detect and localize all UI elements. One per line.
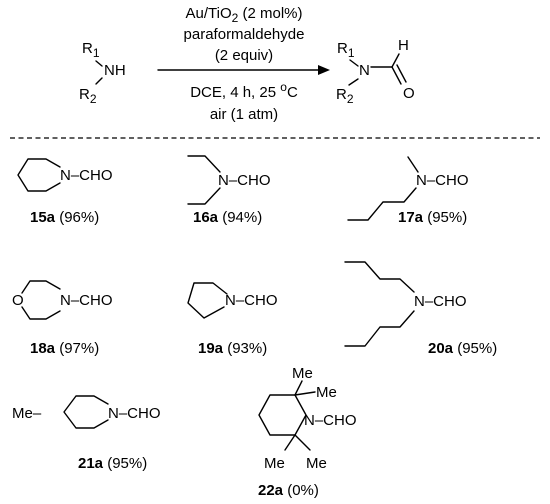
compound-label: 17a (95%) xyxy=(398,209,467,226)
reactant-r2: R2 xyxy=(79,86,97,106)
methyl-label-2: Me xyxy=(316,384,337,401)
morpholine-ring-upper xyxy=(21,280,61,294)
compound-label: 18a (97%) xyxy=(30,340,99,357)
ethyl-chain-top xyxy=(187,155,221,173)
product-bond-c-o-2 xyxy=(396,64,407,83)
compound-label: 22a (0%) xyxy=(258,482,319,499)
compound-20a: N–CHO 20a (95%) xyxy=(344,261,497,357)
butyl-chain-top xyxy=(344,261,415,293)
pyrrolidine-ring xyxy=(187,282,228,319)
reactant-bond-r1 xyxy=(95,60,103,67)
formamide-group: N–CHO xyxy=(414,293,467,310)
methyl-bond-2 xyxy=(294,391,316,396)
methyl-bond-4 xyxy=(294,434,311,451)
methyl-label-1: Me xyxy=(292,365,313,382)
methyl-bond xyxy=(407,156,419,173)
reaction-arrow xyxy=(157,65,330,75)
condition-solvent-time-temp: DCE, 4 h, 25 oC xyxy=(190,80,298,101)
condition-atmosphere: air (1 atm) xyxy=(210,106,278,123)
methyl-substituent: Me– xyxy=(12,405,42,422)
formamide-group: N–CHO xyxy=(304,412,357,429)
formamide-group: N–CHO xyxy=(416,172,469,189)
tetramethylpiperidine-ring xyxy=(258,394,307,436)
piperidine-ring xyxy=(63,395,109,429)
product-r1: R1 xyxy=(337,40,355,60)
product-bond-c-o-1 xyxy=(391,66,402,85)
compound-18a: O N–CHO 18a (97%) xyxy=(12,280,113,357)
compound-19a: N–CHO 19a (93%) xyxy=(187,282,278,357)
compound-22a: Me Me Me Me N–CHO 22a (0%) xyxy=(258,365,357,499)
condition-catalyst: Au/TiO2 (2 mol%) xyxy=(186,5,303,25)
formamide-group: N–CHO xyxy=(60,292,113,309)
compound-label: 21a (95%) xyxy=(78,455,147,472)
reaction-conditions: Au/TiO2 (2 mol%) paraformaldehyde (2 equ… xyxy=(184,5,305,123)
butyl-chain xyxy=(347,187,417,221)
reactant-amine: R1 NH R2 xyxy=(79,40,126,106)
piperidine-ring xyxy=(17,158,61,192)
reactant-bond-r2 xyxy=(95,77,103,85)
product-bond-r1 xyxy=(349,59,359,67)
formamide-group: N–CHO xyxy=(60,167,113,184)
product-bond-r2 xyxy=(348,78,359,86)
product-r2: R2 xyxy=(336,86,354,106)
product-formamide: R1 N R2 H O xyxy=(336,37,415,106)
condition-reagent-amount: (2 equiv) xyxy=(215,47,273,64)
methyl-label-3: Me xyxy=(264,455,285,472)
product-n: N xyxy=(359,62,370,79)
formamide-group: N–CHO xyxy=(225,292,278,309)
morpholine-ring-lower xyxy=(21,306,61,320)
condition-reagent: paraformaldehyde xyxy=(184,26,305,43)
product-o: O xyxy=(403,85,415,102)
compound-label: 20a (95%) xyxy=(428,340,497,357)
compound-17a: N–CHO 17a (95%) xyxy=(347,156,469,226)
compound-label: 16a (94%) xyxy=(193,209,262,226)
compound-16a: N–CHO 16a (94%) xyxy=(187,155,271,226)
compound-15a: N–CHO 15a (96%) xyxy=(17,158,113,226)
formamide-group: N–CHO xyxy=(108,405,161,422)
methyl-bond-1 xyxy=(294,380,303,396)
methyl-label-4: Me xyxy=(306,455,327,472)
arrow-head xyxy=(318,65,330,75)
reactant-r1: R1 xyxy=(82,40,100,60)
morpholine-oxygen: O xyxy=(12,292,24,309)
compound-21a: Me– N–CHO 21a (95%) xyxy=(12,395,161,472)
ethyl-chain-bottom xyxy=(187,187,221,205)
compound-label: 15a (96%) xyxy=(30,209,99,226)
reactant-nh: NH xyxy=(104,62,126,79)
compound-label: 19a (93%) xyxy=(198,340,267,357)
product-h: H xyxy=(398,37,409,54)
butyl-chain-bottom xyxy=(344,310,415,347)
methyl-bond-3 xyxy=(284,434,296,451)
formamide-group: N–CHO xyxy=(218,172,271,189)
product-bond-c-h xyxy=(391,53,400,68)
